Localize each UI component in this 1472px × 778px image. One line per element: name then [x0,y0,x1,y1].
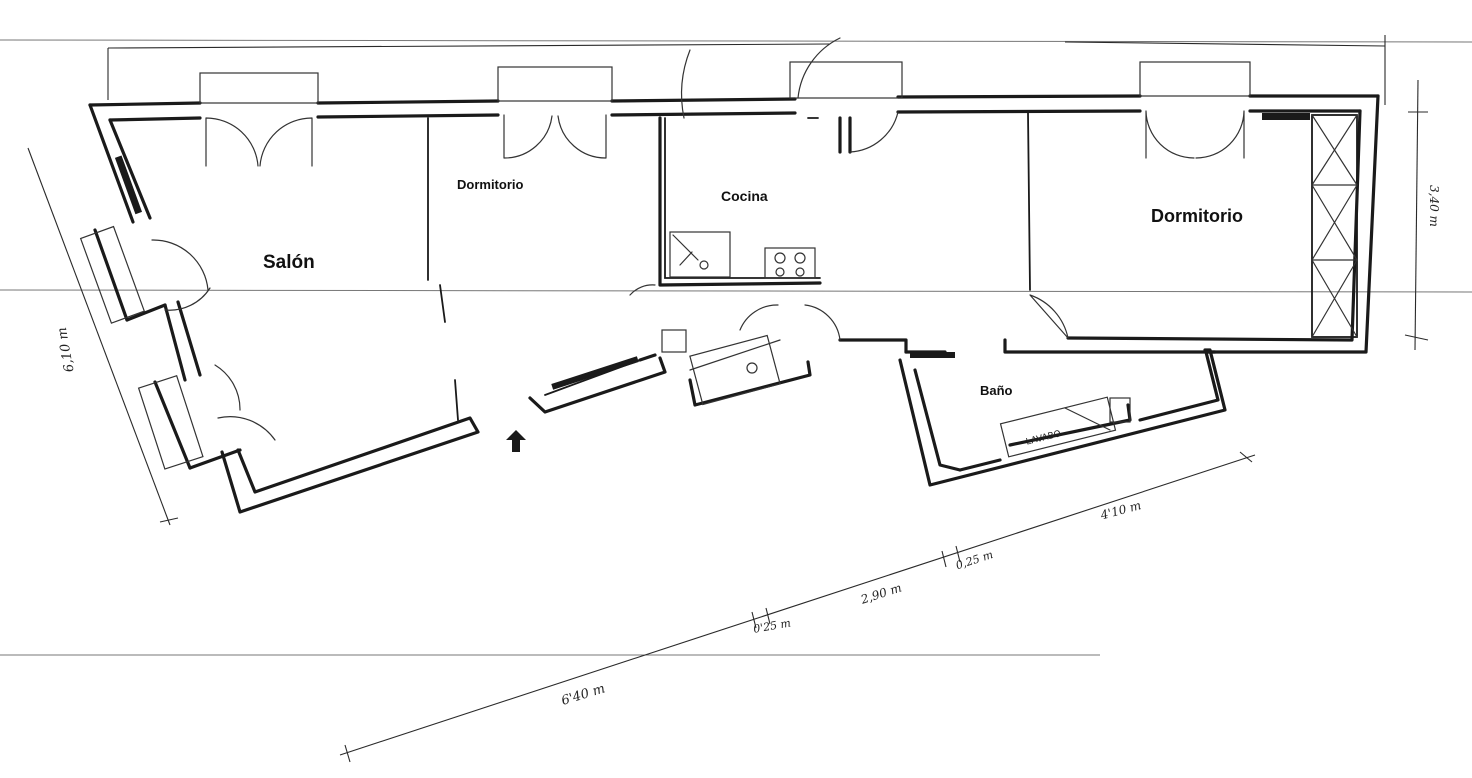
paper-marks [0,39,1472,656]
dim-right-side: 3,40 m [1427,185,1441,227]
room-label-bano: Baño [980,383,1013,398]
room-label-dormitorio-1: Dormitorio [457,177,524,192]
room-label-dormitorio-2: Dormitorio [1151,206,1243,226]
wardrobe [1262,113,1358,338]
room-label-cocina: Cocina [721,188,768,204]
room-label-salon: Salón [263,252,315,273]
top-dimension-lines [107,35,1386,105]
left-dimension-line [27,147,179,526]
dim-bottom-d: 4'10 m [1098,498,1143,522]
dim-bottom-b: 2,90 m [858,581,903,608]
bottom-dimension-line [339,451,1256,763]
radiators [114,155,955,390]
dim-bottom-total: 6'40 m [560,681,607,708]
right-dimension-line [1404,79,1429,351]
walls [88,94,1380,514]
dim-bottom-a: 0'25 m [752,616,792,635]
kitchen-fixtures [669,231,816,279]
bathroom-fixtures [661,329,1131,458]
up-arrow-icon [506,430,526,452]
dim-left-side: 6,10 m [55,326,78,373]
doors [79,37,1251,470]
